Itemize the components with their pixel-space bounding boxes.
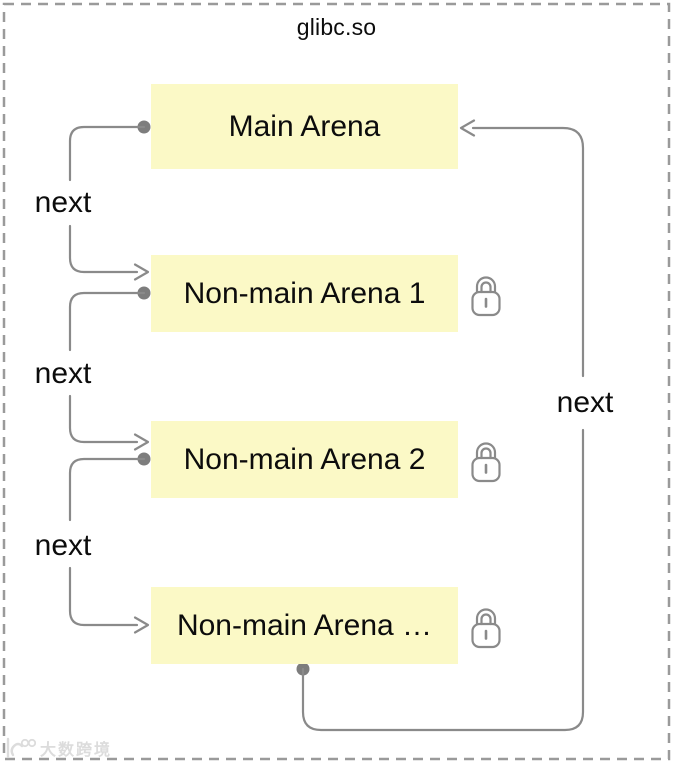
- arrowhead-icon: [133, 263, 150, 281]
- arrowhead-icon: [459, 119, 476, 137]
- edge-label-next-2: next: [34, 357, 92, 390]
- lock-icon: [471, 442, 501, 483]
- node-non-main-arena-2: Non-main Arena 2: [151, 421, 458, 498]
- node-non-main-arena-1: Non-main Arena 1: [151, 255, 458, 332]
- watermark-logo-icon: [6, 737, 36, 759]
- edge-nmN-to-main: [296, 119, 585, 732]
- page-title: glibc.so: [296, 14, 377, 40]
- arrowhead-icon: [133, 433, 150, 451]
- node-main-arena: Main Arena: [151, 84, 458, 169]
- node-non-main-arena-more: Non-main Arena …: [151, 587, 458, 664]
- lock-icon: [471, 276, 501, 317]
- arrowhead-icon: [133, 616, 150, 634]
- watermark-text: 大数跨境: [40, 742, 113, 759]
- edge-label-next-3: next: [34, 529, 92, 562]
- edge-nm2-to-nmN: [68, 452, 151, 634]
- watermark: 大数跨境: [6, 736, 112, 760]
- edge-label-next-1: next: [34, 186, 92, 219]
- edge-main-to-nm1: [68, 120, 151, 281]
- lock-icon: [471, 608, 501, 649]
- edge-label-next-4: next: [556, 386, 614, 419]
- edge-nm1-to-nm2: [68, 286, 151, 451]
